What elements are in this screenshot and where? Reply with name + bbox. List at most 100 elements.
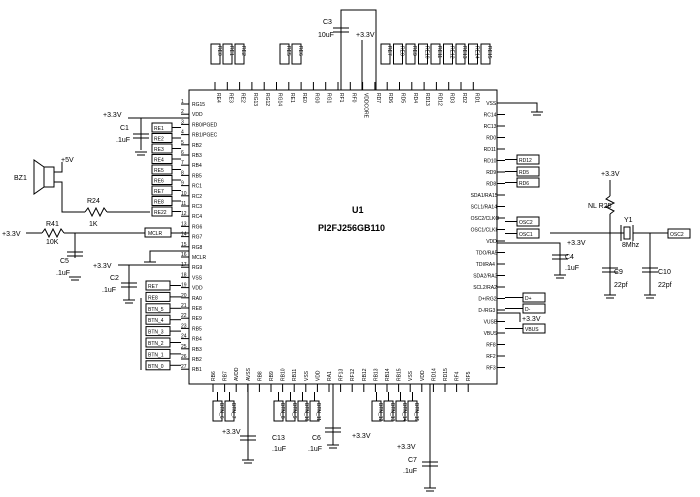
top-pin-name-12: RF0 xyxy=(350,93,356,103)
supply-r25: +3.3V xyxy=(601,171,620,178)
ic-ref-label: U1 xyxy=(352,205,364,215)
bottom-pin-name-8: RB11 xyxy=(292,369,298,381)
bottom-tag-4-label: BTN_9 xyxy=(291,403,297,419)
bottom-pin-name-5: RB8 xyxy=(257,371,263,381)
left-pin-name-21: RE8 xyxy=(192,306,202,312)
buzzer-wire-bot xyxy=(54,181,85,213)
left-tag-7-label: RE7 xyxy=(154,189,164,195)
left-pin-name-11: RC3 xyxy=(192,204,202,210)
bottom-tag-7-label: BTN_12 xyxy=(377,403,383,422)
top-tag-right-4-label: RE10 xyxy=(424,46,430,59)
bottom-pin-name-15: RB13 xyxy=(373,368,379,381)
left-pin-name-24: RB4 xyxy=(192,337,202,343)
bottom-pin-name-9: VSS xyxy=(304,370,310,381)
left-pin-name-1: RG15 xyxy=(192,102,205,108)
top-tag-right-9-label: RE15 xyxy=(486,46,492,59)
bottom-pin-name-4: AVSS xyxy=(246,367,252,381)
c3-wire xyxy=(340,9,377,90)
buzzer-wire-top xyxy=(54,162,63,173)
ic-body xyxy=(188,89,498,385)
top-tag-right-5-label: RE11 xyxy=(436,46,442,58)
buzzer-horn xyxy=(33,159,45,195)
left-pin-name-4: RB1/PGEC xyxy=(192,133,218,139)
vss-left-wire xyxy=(149,250,189,262)
r24-zigzag xyxy=(84,206,108,218)
top-tag-right-5 xyxy=(430,43,441,65)
left-pin-num-2: 2 xyxy=(181,109,184,115)
c13-ref: C13 xyxy=(272,435,285,442)
y1-ref: Y1 xyxy=(624,217,633,224)
top-tag-right-1-label: RE7 xyxy=(386,46,392,56)
right-tag-5-label: OSC1 xyxy=(519,232,533,238)
c10-ref: C10 xyxy=(658,269,671,276)
supply-c6: +3.3V xyxy=(352,433,371,440)
left-tag-2-label: RE2 xyxy=(154,137,164,143)
right-pin-name-14: TDO/RA5 xyxy=(476,251,498,257)
bottom-tag-1-label: BTN_6 xyxy=(218,403,224,419)
left-pin-name-20: RA0 xyxy=(192,296,202,302)
right-tag-6-label: D+ xyxy=(525,296,532,302)
c5-ref: C5 xyxy=(60,258,69,265)
bz1-ref: BZ1 xyxy=(14,175,27,182)
right-pin-name-21: VBUS xyxy=(484,331,498,337)
right-pin-ticks: VSSRC14RC13RD0RD11RD10RD9RD8SDA1/RA15SCL… xyxy=(471,101,505,372)
top-tag-right-6-label: RE12 xyxy=(449,46,455,59)
right-pin-name-1: VSS xyxy=(486,101,497,107)
right-pin-name-22: RF8 xyxy=(486,343,496,349)
bottom-pin-name-10: VDD xyxy=(315,370,321,381)
bottom-pin-name-14: RB12 xyxy=(362,368,368,381)
bottom-pin-name-22: RF4 xyxy=(455,371,461,381)
top-tag-mid-2-label: RE6 xyxy=(297,46,303,56)
left-pin-name-2: VDD xyxy=(192,112,203,118)
right-pin-name-5: RD11 xyxy=(484,147,497,153)
bottom-pin-name-2: RB7 xyxy=(223,371,229,381)
top-pin-name-21: RD2 xyxy=(461,93,467,103)
bottom-pin-name-11: RA1 xyxy=(327,371,333,381)
right-pin-name-6: RD10 xyxy=(484,159,497,165)
top-tag-mid-2 xyxy=(291,43,302,65)
right-pin-name-17: SCL2/RA2 xyxy=(473,285,497,291)
left-pin-num-9: 9 xyxy=(181,181,184,187)
left-pin-name-10: RC2 xyxy=(192,194,202,200)
top-tag-right-4 xyxy=(418,43,428,65)
top-pin-name-17: RD4 xyxy=(412,93,418,103)
left-pin-name-25: RB3 xyxy=(192,347,202,353)
top-tag-right-8-label: RE14 xyxy=(474,46,480,59)
left-tag-1-label: RE1 xyxy=(154,126,164,132)
left-pin-num-22: 22 xyxy=(181,313,187,319)
left-btn-tag-6-label: BTN_2 xyxy=(148,341,164,347)
left-pin-ticks: RG151VDD2RB0/PGED3RB1/PGEC4RB25RB36RB47R… xyxy=(181,99,218,373)
c3-ref: C3 xyxy=(323,19,332,26)
left-tag-3-label: RE3 xyxy=(154,147,164,153)
left-pin-num-27: 27 xyxy=(181,364,187,370)
left-pin-num-26: 26 xyxy=(181,354,187,360)
bottom-pin-name-19: VDD xyxy=(420,370,426,381)
supply-c4: +3.3V xyxy=(567,240,586,247)
top-tag-left-1 xyxy=(210,43,221,65)
supply-c1: +3.3V xyxy=(103,112,122,119)
left-pin-num-1: 1 xyxy=(181,99,184,105)
right-pin-name-18: D+/RG2 xyxy=(478,297,496,303)
c7-value: .1uF xyxy=(403,468,417,475)
left-tag-8-label: RE8 xyxy=(154,200,164,206)
left-btn-tag-5-label: BTN_3 xyxy=(148,330,164,336)
right-tag-4-label: OSC2 xyxy=(519,220,533,226)
top-tag-right-6 xyxy=(443,43,453,65)
top-tag-left-3 xyxy=(234,43,245,65)
c3-value: 10uF xyxy=(318,32,334,39)
supply-top: +3.3V xyxy=(356,32,375,39)
top-pin-name-18: RD13 xyxy=(424,93,430,106)
right-pin-name-20: VUSB xyxy=(484,320,498,326)
left-pin-name-8: RB5 xyxy=(192,173,202,179)
c1-ref: C1 xyxy=(120,125,129,132)
top-tag-left-3-label: RE2 xyxy=(240,46,246,56)
r25-zigzag xyxy=(604,195,616,215)
bottom-tag-10-label: BTN_15 xyxy=(413,403,419,422)
right-pin-name-15: TDI/RA4 xyxy=(476,262,495,268)
right-tag-9-label: OSC2 xyxy=(670,232,684,238)
left-pin-num-7: 7 xyxy=(181,160,184,166)
